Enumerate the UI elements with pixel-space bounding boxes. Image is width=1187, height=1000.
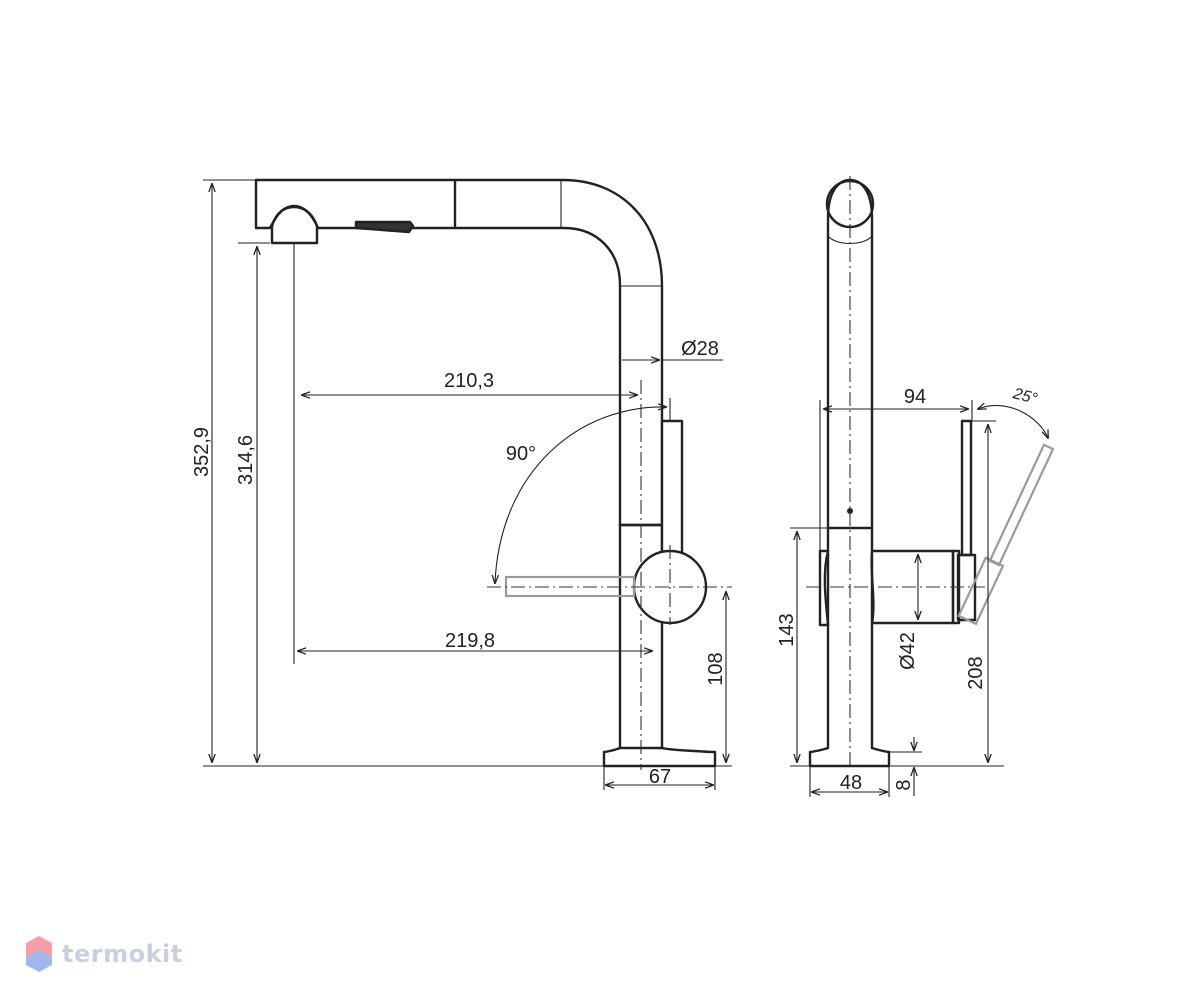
side-lever-base	[956, 553, 977, 622]
dim-side-offset-label: 94	[904, 386, 926, 408]
dim-outlet-height-label: 314,6	[235, 435, 257, 485]
watermark-brand: termokit	[62, 940, 183, 968]
side-lever	[960, 419, 973, 557]
side-cartridge	[818, 549, 830, 627]
dim-lever-top-label: 208	[965, 656, 987, 689]
front-view: 352,9 314,6 210,3 219,8 Ø28 90° 108 67	[191, 178, 732, 790]
dim-rotation-arc	[495, 407, 666, 583]
pullout-button	[354, 220, 415, 234]
dim-base-thickness-label: 8	[893, 779, 915, 790]
side-view: 94 25° 143 Ø42 208 48 8	[776, 176, 1055, 797]
dim-cartridge-dia-label: Ø42	[897, 632, 919, 670]
dim-body-diameter-label: Ø28	[681, 338, 719, 360]
dim-side-base-label: 48	[840, 772, 862, 794]
dim-base-front-label: 67	[649, 766, 671, 788]
dim-rotation-label: 90°	[506, 443, 536, 465]
front-base	[602, 746, 717, 768]
side-ghost-lever	[957, 443, 1055, 626]
dim-total-height-label: 352,9	[191, 427, 213, 477]
side-cartridge-right	[870, 549, 955, 625]
dim-side-height-label: 143	[776, 613, 798, 646]
aerator-outlet	[270, 205, 319, 245]
dim-handle-height-label: 108	[705, 652, 727, 685]
termokit-logo-icon	[26, 936, 52, 972]
dim-lever-tilt-arc	[978, 405, 1048, 438]
dim-reach-label: 210,3	[444, 370, 494, 392]
handle-lever	[660, 419, 684, 557]
dim-lever-tilt-label: 25°	[1010, 385, 1039, 408]
dim-handle-reach-label: 219,8	[445, 630, 495, 652]
watermark: termokit	[24, 935, 183, 973]
side-pin	[847, 508, 853, 514]
